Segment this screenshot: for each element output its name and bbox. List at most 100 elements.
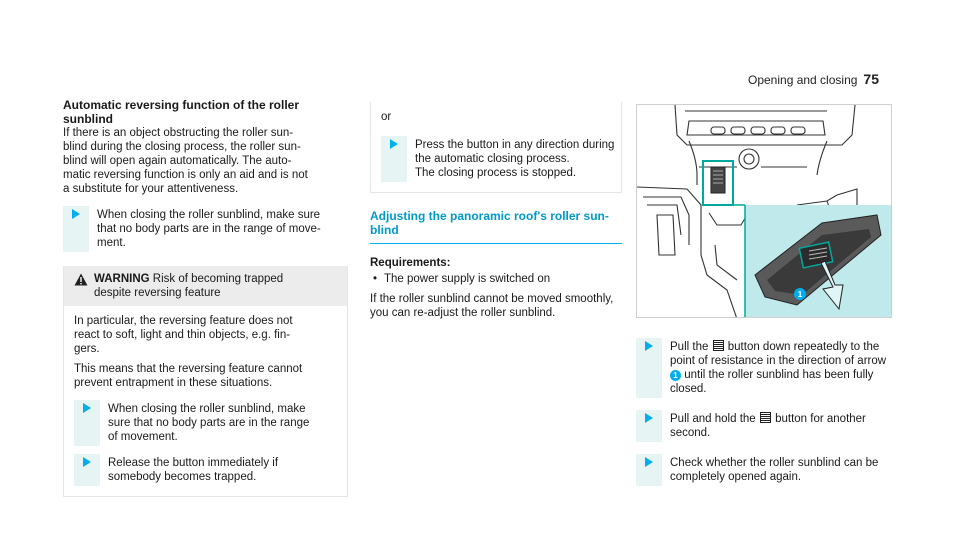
sunblind-button-icon bbox=[712, 340, 724, 351]
step-bar bbox=[381, 136, 407, 182]
text-line: you can re-adjust the roller sunblind. bbox=[370, 307, 556, 319]
step-line: When closing the roller sunblind, make bbox=[108, 403, 306, 415]
warning-line: Risk of becoming trapped bbox=[152, 273, 284, 285]
page-number: 75 bbox=[863, 71, 879, 87]
requirements-label: Requirements: bbox=[370, 257, 451, 269]
section-name: Opening and closing bbox=[748, 73, 858, 87]
warning-text: prevent entrapment in these situations. bbox=[74, 377, 273, 389]
step-line: completely opened again. bbox=[670, 471, 802, 483]
step-text: Press the button in any direction during… bbox=[407, 136, 621, 182]
roller-sunblind-button-illustration: 1 bbox=[636, 104, 892, 318]
or-text: or bbox=[381, 111, 392, 123]
step-arrow-icon bbox=[645, 457, 653, 467]
step-text: Pull and hold the button for another sec… bbox=[662, 410, 892, 442]
step-line: the automatic closing process. bbox=[415, 153, 570, 165]
warning-text: In particular, the reversing feature doe… bbox=[74, 315, 293, 327]
step-bar bbox=[63, 206, 89, 252]
warning-para: This means that the reversing feature ca… bbox=[74, 362, 337, 390]
requirement-text: The power supply is switched on bbox=[384, 273, 551, 285]
warning-label: WARNING bbox=[94, 273, 150, 285]
intro-line: If there is an object obstructing the ro… bbox=[63, 127, 294, 139]
step-arrow-icon bbox=[645, 413, 653, 423]
step-line: sure that no body parts are in the range bbox=[108, 417, 310, 429]
step-arrow-icon bbox=[72, 209, 80, 219]
step-line: When closing the roller sunblind, make s… bbox=[97, 209, 321, 221]
step-line: Pull and hold the button for another bbox=[670, 412, 892, 426]
bullet-dot: • bbox=[373, 273, 378, 285]
step-body-parts: When closing the roller sunblind, make s… bbox=[63, 206, 348, 252]
step-press-button: Press the button in any direction during… bbox=[381, 136, 621, 182]
step-text: Check whether the roller sunblind can be… bbox=[662, 454, 892, 486]
step-arrow-icon bbox=[645, 341, 653, 351]
step-text-part: Pull and hold the bbox=[670, 413, 756, 425]
auto-reverse-heading: Automatic reversing function of the roll… bbox=[63, 98, 348, 126]
step-pull-hold: Pull and hold the button for another sec… bbox=[636, 410, 892, 442]
step-text: Release the button immediately if somebo… bbox=[100, 454, 337, 486]
callout-number: 1 bbox=[798, 290, 803, 299]
step-bar bbox=[636, 454, 662, 486]
warning-step: Release the button immediately if somebo… bbox=[74, 454, 337, 486]
step-line: somebody becomes trapped. bbox=[108, 471, 257, 483]
arrow-number-badge: 1 bbox=[670, 370, 681, 381]
step-line: The closing process is stopped. bbox=[415, 167, 577, 179]
warning-title: WARNING Risk of becoming trapped despite… bbox=[94, 272, 283, 300]
step-line: ment. bbox=[97, 237, 126, 249]
warning-text: gers. bbox=[74, 343, 100, 355]
warning-box: WARNING Risk of becoming trapped despite… bbox=[63, 266, 348, 497]
warning-text: react to soft, light and thin objects, e… bbox=[74, 329, 291, 341]
step-line: Press the button in any direction during bbox=[415, 139, 615, 151]
step-line: Release the button immediately if bbox=[108, 457, 279, 469]
intro-line: matic reversing function is only an aid … bbox=[63, 169, 308, 181]
intro-line: blind will open again automatically. The… bbox=[63, 155, 292, 167]
step-check: Check whether the roller sunblind can be… bbox=[636, 454, 892, 486]
step-bar bbox=[636, 338, 662, 398]
warning-header: WARNING Risk of becoming trapped despite… bbox=[64, 266, 347, 306]
step-text: When closing the roller sunblind, make s… bbox=[89, 206, 348, 252]
page-header: Opening and closing 75 bbox=[748, 72, 879, 87]
column-middle: or Press the button in any direction dur… bbox=[370, 102, 622, 320]
text-line: If the roller sunblind cannot be moved s… bbox=[370, 293, 614, 305]
warning-triangle-icon bbox=[74, 273, 88, 286]
sunblind-button-icon bbox=[759, 412, 771, 423]
warning-step: When closing the roller sunblind, make s… bbox=[74, 400, 337, 446]
step-bar bbox=[74, 454, 100, 486]
column-left: Automatic reversing function of the roll… bbox=[63, 98, 348, 497]
step-arrow-icon bbox=[83, 457, 91, 467]
step-line: Pull the button down repeatedly to the bbox=[670, 340, 892, 354]
intro-line: a substitute for your attentiveness. bbox=[63, 183, 239, 195]
step-arrow-icon bbox=[83, 403, 91, 413]
step-text-part: button for another bbox=[775, 413, 866, 425]
requirement-item: • The power supply is switched on bbox=[370, 272, 622, 286]
step-text-part: Pull the bbox=[670, 341, 709, 353]
step-line: closed. bbox=[670, 383, 707, 395]
step-line: 1 until the roller sunblind has been ful… bbox=[670, 368, 892, 382]
section-title-line: Adjusting the panoramic roof's roller su… bbox=[370, 209, 609, 223]
step-bar bbox=[636, 410, 662, 442]
section-title: Adjusting the panoramic roof's roller su… bbox=[370, 209, 622, 244]
step-arrow-icon bbox=[390, 139, 398, 149]
section-title-line: blind bbox=[370, 223, 399, 237]
column-right: 1 Pull the button down repeatedly to the… bbox=[636, 98, 892, 498]
heading-line-2: sunblind bbox=[63, 112, 113, 126]
heading-line-1: Automatic reversing function of the roll… bbox=[63, 98, 300, 112]
overhead-console-drawing: 1 bbox=[637, 105, 891, 317]
step-pull-button: Pull the button down repeatedly to the p… bbox=[636, 338, 892, 398]
readjust-text: If the roller sunblind cannot be moved s… bbox=[370, 292, 622, 320]
warning-para: In particular, the reversing feature doe… bbox=[74, 314, 337, 356]
step-text-part: button down repeatedly to the bbox=[727, 341, 880, 353]
warning-text: This means that the reversing feature ca… bbox=[74, 363, 303, 375]
intro-line: blind during the closing process, the ro… bbox=[63, 141, 301, 153]
step-text: When closing the roller sunblind, make s… bbox=[100, 400, 337, 446]
step-line: of movement. bbox=[108, 431, 178, 443]
step-line: Check whether the roller sunblind can be bbox=[670, 457, 879, 469]
warning-line: despite reversing feature bbox=[94, 287, 221, 299]
step-line: point of resistance in the direction of … bbox=[670, 355, 887, 367]
or-box: or Press the button in any direction dur… bbox=[370, 102, 622, 193]
step-bar bbox=[74, 400, 100, 446]
step-line: that no body parts are in the range of m… bbox=[97, 223, 321, 235]
step-text: Pull the button down repeatedly to the p… bbox=[662, 338, 892, 398]
warning-body: In particular, the reversing feature doe… bbox=[64, 306, 347, 496]
step-text-part: until the roller sunblind has been fully bbox=[684, 369, 874, 381]
step-line: second. bbox=[670, 427, 711, 439]
auto-reverse-intro: If there is an object obstructing the ro… bbox=[63, 126, 348, 196]
